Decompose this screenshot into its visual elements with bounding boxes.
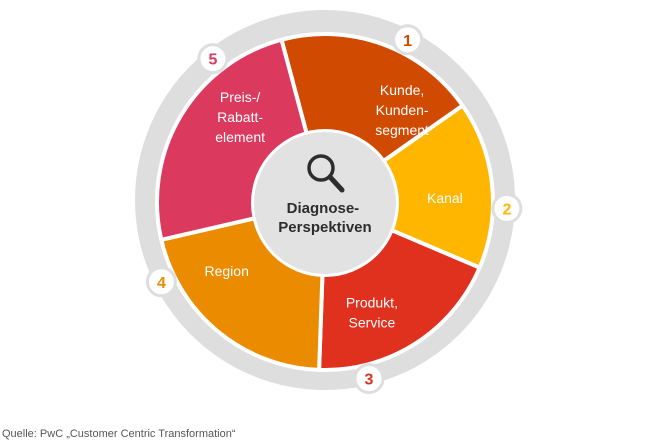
segment-label-4-line-1: Region <box>205 263 249 279</box>
segment-label-1-line-3: segment <box>375 122 429 138</box>
segment-label-2-line-1: Kanal <box>427 190 463 206</box>
segment-label-3-line-1: Produkt, <box>346 295 398 311</box>
number-badge-2: 2 <box>491 192 523 224</box>
source-note: Quelle: PwC „Customer Centric Transforma… <box>2 428 236 440</box>
segment-2 <box>323 103 495 270</box>
segment-label-1: Kunde, Kunden-segment <box>375 82 429 138</box>
number-badge-1: 1 <box>392 24 424 56</box>
number-badge-1-text: 1 <box>403 33 412 50</box>
segment-label-1-line-1: Kunde, <box>380 82 424 98</box>
segment-label-3: Produkt, Service <box>346 295 398 331</box>
number-badge-4: 4 <box>145 266 177 298</box>
center-label-line-1: Diagnose- <box>287 200 360 217</box>
segment-label-5: Preis-/ Rabatt-element <box>215 89 265 145</box>
center-inner-circle <box>254 132 396 274</box>
segment-label-3-line-2: Service <box>349 315 396 331</box>
number-badge-5-text: 5 <box>208 52 217 69</box>
segment-label-5-line-3: element <box>215 129 265 145</box>
number-badge-5: 5 <box>197 43 229 75</box>
segment-label-4: Region <box>205 263 249 279</box>
number-badge-3: 3 <box>353 363 385 395</box>
segment-label-5-line-1: Preis-/ <box>220 89 261 105</box>
number-badge-4-text: 4 <box>157 275 166 292</box>
number-badge-3-text: 3 <box>365 372 374 389</box>
center-label-line-2: Perspektiven <box>278 219 371 236</box>
magnifier-icon <box>307 154 345 193</box>
segment-label-5-line-2: Rabatt- <box>217 109 263 125</box>
center-label: Diagnose- Perspektiven <box>278 200 371 236</box>
segment-label-1-line-2: Kunden- <box>376 102 429 118</box>
number-badge-2-text: 2 <box>502 201 511 218</box>
segment-label-2: Kanal <box>427 190 463 206</box>
